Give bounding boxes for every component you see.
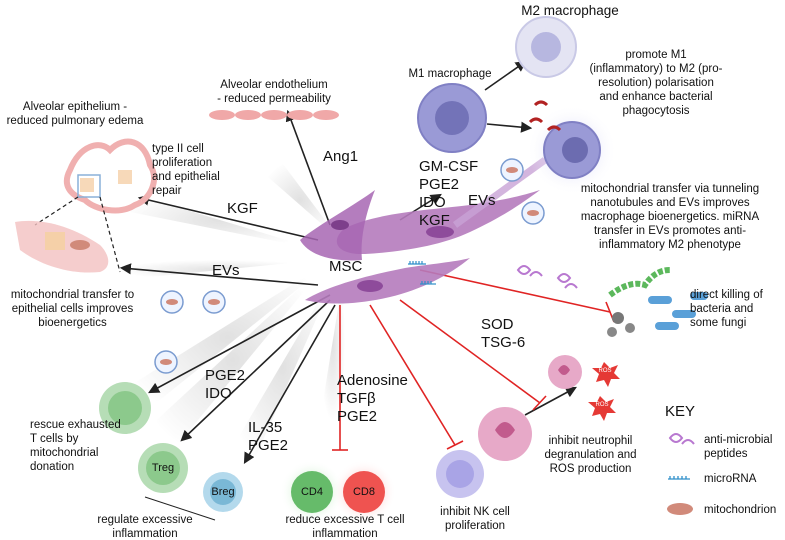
inhibit-neutrophil (399, 299, 541, 404)
mediator-macrophage-factors: GM-CSF PGE2 IDO KGF (419, 158, 479, 229)
label-alveolar-epithelium: Alveolar epithelium - reduced pulmonary … (6, 101, 144, 127)
key-title: KEY (665, 403, 696, 420)
extracellular-vesicles (154, 158, 545, 374)
mediator-evs-left: EVs (212, 262, 240, 279)
arrow-neutrophil-to-ros (524, 386, 577, 416)
msc-cells (300, 157, 548, 304)
bacteria-fungi (607, 267, 708, 337)
mediator-kgf: KGF (227, 200, 258, 217)
cell-label-cd4: CD4 (300, 486, 323, 498)
cell-label-treg: Treg (151, 462, 175, 474)
m1-macrophage-cell (417, 83, 487, 153)
arrow-to-rescue (148, 294, 331, 394)
stimulatory-arrows (119, 60, 577, 464)
radiating-beams (115, 160, 345, 470)
neutrophil-cells (478, 355, 582, 461)
label-m2-macrophage: M2 macrophage (521, 3, 619, 18)
label-regulate-inflammation: regulate excessive inflammation (97, 514, 193, 540)
inhibit-bacteria (419, 269, 611, 313)
key-item-microrna: microRNA (704, 473, 757, 485)
cell-label-ros-2: ROS (595, 402, 609, 408)
nk-cell (436, 450, 484, 498)
mediator-il35-pge2: IL-35 PGE2 (248, 419, 289, 454)
label-direct-killing: direct killing of bacteria and some fung… (690, 289, 763, 329)
cd8-cell (332, 460, 396, 524)
mediator-pge2-ido: PGE2 IDO (205, 367, 246, 402)
inhibitory-lines (332, 269, 615, 451)
label-mito-transfer-macrophage: mitochondrial transfer via tunneling nan… (580, 183, 760, 251)
mediator-ang1: Ang1 (323, 148, 359, 165)
label-alveolar-endothelium: Alveolar endothelium - reduced permeabil… (217, 79, 331, 105)
microrna-icon (408, 261, 436, 285)
mitochondrion-icon (70, 240, 90, 250)
inhibit-nk (369, 304, 456, 446)
label-msc: MSC (329, 258, 363, 275)
treg-cell (138, 443, 188, 493)
key-icons (667, 433, 695, 515)
mediator-evs-right: EVs (468, 192, 496, 209)
cd4-cell (280, 460, 344, 524)
breg-cell (203, 472, 243, 512)
endothelium-cells (209, 110, 339, 120)
polarised-macrophage-cell (527, 100, 617, 195)
label-reduce-tcell: reduce excessive T cell inflammation (285, 514, 405, 540)
cell-label-breg: Breg (211, 486, 235, 498)
mediator-sod-tsg6: SOD TSG-6 (481, 316, 526, 351)
msc-cell-bottom (305, 258, 470, 304)
label-inhibit-neutrophil: inhibit neutrophil degranulation and ROS… (544, 435, 637, 475)
cell-label-ros-1: ROS (598, 368, 612, 374)
alveolus (15, 138, 157, 273)
msc-cell-top (336, 190, 540, 255)
rescue-tcell (99, 382, 151, 434)
key-item-anti-microbial-peptides: anti-microbial peptides (704, 434, 773, 460)
arrow-m1-to-m2 (484, 60, 527, 91)
label-m1-macrophage: M1 macrophage (408, 68, 492, 80)
label-type2-repair: type II cell proliferation and epithelia… (152, 143, 220, 197)
label-rescue-tcells: rescue exhausted T cells by mitochondria… (30, 419, 121, 473)
label-mito-transfer-epithelial: mitochondrial transfer to epithelial cel… (10, 289, 135, 329)
tunneling-nanotube (452, 157, 548, 228)
label-inhibit-nk: inhibit NK cell proliferation (440, 506, 510, 532)
arrow-to-breg (243, 304, 336, 464)
arrow-to-treg (180, 299, 331, 442)
arrow-to-endothelium (285, 109, 331, 226)
ros-bursts (588, 362, 620, 421)
arrow-m1-to-polarised (486, 121, 533, 133)
arrow-to-mito-epithelial (119, 263, 319, 286)
key-item-mitochondrion: mitochondrion (704, 504, 777, 516)
arrow-to-epithelium (137, 194, 319, 241)
label-polarisation: promote M1 (inflammatory) to M2 (pro- re… (589, 49, 723, 117)
cell-label-cd8: CD8 (352, 486, 375, 498)
anti-microbial-peptide-icon (516, 265, 578, 289)
m2-macrophage-cell (515, 16, 577, 78)
mediator-adenosine-group: Adenosine TGFβ PGE2 (337, 372, 408, 425)
